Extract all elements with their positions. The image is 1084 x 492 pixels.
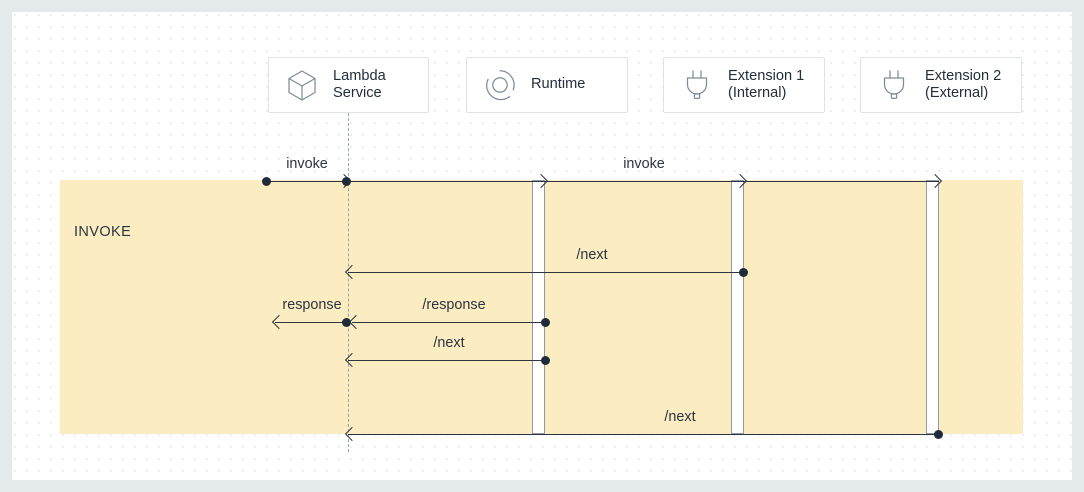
message-origin-dot — [262, 176, 271, 186]
message-label: /next — [664, 409, 696, 425]
message-label: /next — [433, 335, 465, 351]
participant-extension-1[interactable]: Extension 1 (Internal) — [663, 57, 825, 113]
message-line — [348, 434, 940, 435]
message-label: invoke — [623, 156, 665, 172]
message-endpoint-dot — [342, 317, 351, 327]
runtime-ring-icon — [482, 66, 518, 104]
plug-icon — [876, 66, 912, 104]
participant-label-runtime: Runtime — [531, 76, 586, 93]
lifeline-extension-2 — [926, 180, 939, 434]
message-label: response — [282, 297, 342, 313]
lifeline-runtime — [532, 180, 545, 434]
participant-extension-2[interactable]: Extension 2 (External) — [860, 57, 1022, 113]
message-line — [744, 181, 939, 182]
message-line — [348, 181, 545, 182]
lifeline-lambda-service — [348, 113, 349, 452]
message-line — [265, 181, 348, 182]
participant-label-extension-2: Extension 2 (External) — [925, 67, 1002, 102]
participant-lambda-service[interactable]: Lambda Service — [268, 57, 429, 113]
message-endpoint-dot — [541, 317, 550, 327]
participant-label-extension-1: Extension 1 (Internal) — [728, 67, 805, 102]
plug-icon — [679, 66, 715, 104]
message-endpoint-dot — [934, 429, 943, 439]
message-label: /response — [422, 297, 486, 313]
message-endpoint-dot — [739, 267, 748, 277]
invoke-phase-label: INVOKE — [74, 224, 132, 240]
message-endpoint-dot — [342, 176, 351, 186]
participant-label-lambda-service: Lambda Service — [333, 67, 386, 102]
lifeline-extension-1 — [731, 180, 744, 434]
message-line — [348, 272, 745, 273]
participant-runtime[interactable]: Runtime — [466, 57, 628, 113]
message-endpoint-dot — [541, 355, 550, 365]
message-line — [348, 360, 547, 361]
message-label: invoke — [286, 156, 328, 172]
message-line — [275, 322, 348, 323]
diagram-canvas: INVOKE Lambda Service Runtime Extension 1 … — [12, 12, 1072, 480]
message-label: /next — [576, 247, 608, 263]
message-line — [352, 322, 547, 323]
cube-icon — [284, 66, 320, 104]
message-line — [545, 181, 744, 182]
